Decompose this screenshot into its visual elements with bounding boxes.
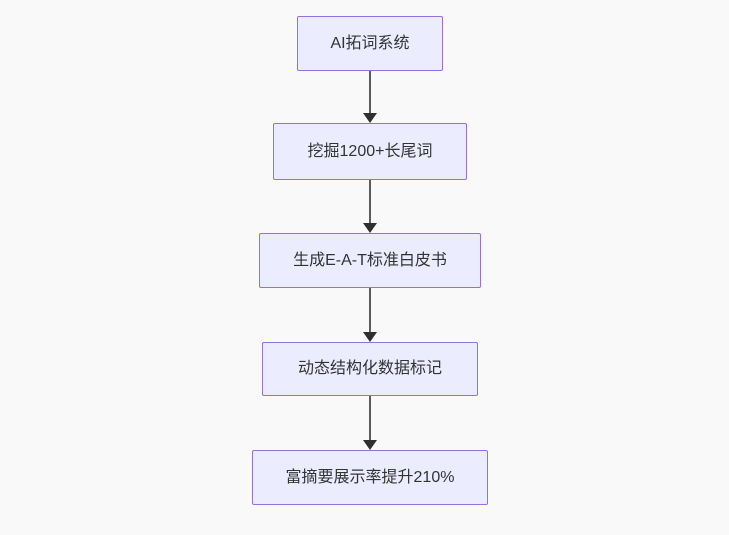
- flowchart-node-2: 挖掘1200+长尾词: [273, 123, 467, 180]
- arrow-head-icon: [363, 440, 377, 450]
- arrow-head-icon: [363, 223, 377, 233]
- arrow-line: [369, 180, 371, 224]
- flowchart-arrow-4-5: [363, 396, 377, 450]
- arrow-line: [369, 288, 371, 333]
- flowchart-node-5: 富摘要展示率提升210%: [252, 450, 488, 505]
- flowchart-node-4: 动态结构化数据标记: [262, 342, 478, 396]
- flowchart-node-3: 生成E-A-T标准白皮书: [259, 233, 481, 288]
- arrow-line: [369, 71, 371, 114]
- arrow-head-icon: [363, 332, 377, 342]
- flowchart-arrow-1-2: [363, 71, 377, 123]
- arrow-line: [369, 396, 371, 441]
- flowchart-arrow-2-3: [363, 180, 377, 233]
- arrow-head-icon: [363, 113, 377, 123]
- flowchart-arrow-3-4: [363, 288, 377, 342]
- flowchart-node-1: AI拓词系统: [297, 16, 443, 71]
